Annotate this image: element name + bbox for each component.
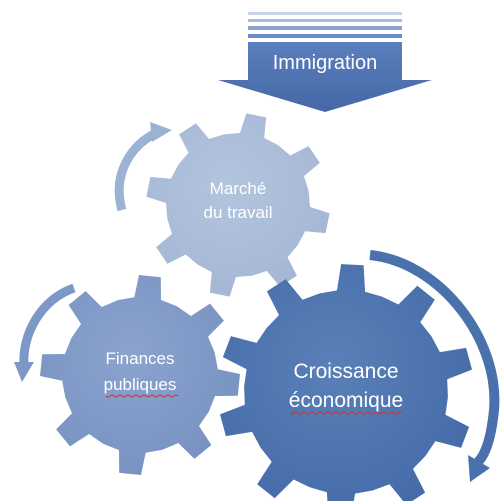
gear-marche-line-2: du travail (204, 203, 273, 222)
curved-arrow-top-head (150, 122, 172, 142)
gear-labels: Marché du travail Finances publiques Cro… (104, 179, 403, 415)
curved-arrow-right (369, 250, 500, 466)
curved-arrows (14, 122, 500, 482)
spellcheck-underline-croissance (289, 411, 403, 415)
curved-arrow-right-head (468, 455, 490, 482)
arrow-stripe-1 (248, 12, 402, 15)
arrow-body (218, 42, 432, 112)
gears (40, 113, 472, 501)
arrow-stripe-3 (248, 26, 402, 30)
curved-arrow-top (114, 127, 161, 212)
gear-finances (40, 275, 240, 475)
gear-croissance (220, 264, 472, 501)
gear-croissance-line-2: économique (289, 389, 403, 412)
gear-finances-line-1: Finances (106, 349, 175, 368)
gear-marche (146, 113, 330, 297)
spellcheck-underline-finances (105, 394, 179, 398)
arrow-label: Immigration (273, 52, 377, 74)
gear-finances-line-2: publiques (104, 375, 177, 394)
curved-arrow-left-head (14, 362, 34, 382)
curved-arrow-left (19, 283, 76, 366)
arrow-stripe-4 (248, 34, 402, 38)
gear-marche-line-1: Marché (210, 179, 267, 198)
arrow-stripe-2 (248, 19, 402, 22)
immigration-arrow: Immigration (218, 12, 432, 112)
gear-croissance-line-1: Croissance (293, 360, 398, 383)
